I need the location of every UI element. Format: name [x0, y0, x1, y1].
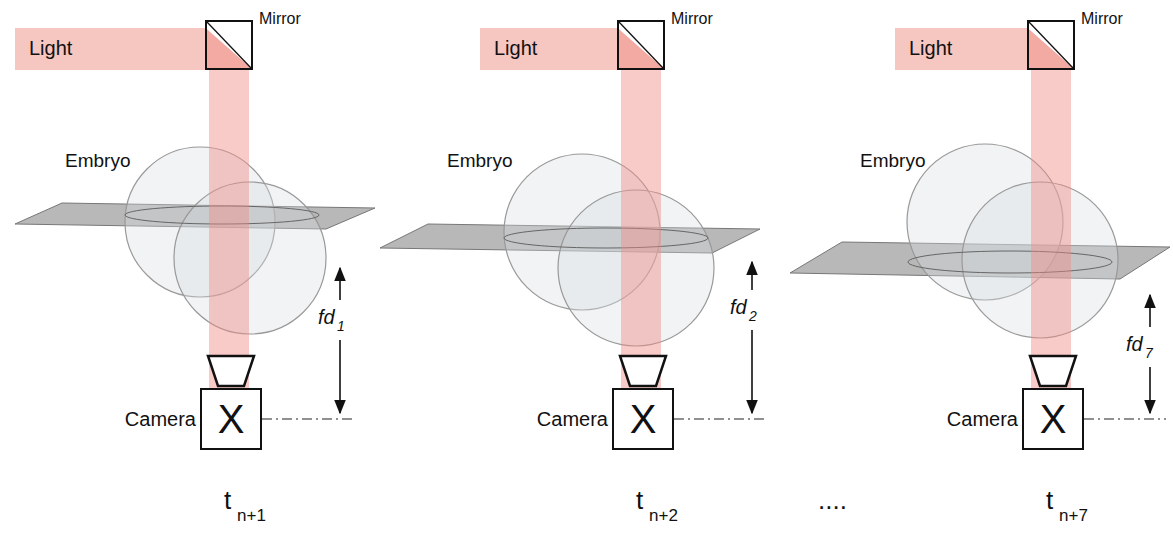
cross-section [504, 228, 708, 248]
mirror-box: Mirror [205, 20, 253, 70]
focal-plane-scene [380, 154, 760, 346]
mirror-box: Mirror [617, 20, 665, 70]
camera-symbol: X [1024, 396, 1082, 442]
time-subscript: n+7 [1059, 506, 1088, 526]
camera-label: Camera [125, 408, 196, 431]
light-beam [1031, 70, 1071, 388]
dimension-label: fd [1126, 333, 1143, 356]
time-label: t [636, 486, 643, 516]
mirror-box: Mirror [1027, 20, 1075, 70]
focal-plane-scene [790, 144, 1170, 338]
time-label: t [1046, 486, 1053, 516]
mirror-symbol [207, 22, 251, 68]
ellipsis: .... [818, 486, 847, 516]
mirror-label: Mirror [671, 10, 713, 28]
mirror-symbol [1029, 22, 1073, 68]
mirror-diagonal [207, 22, 251, 68]
camera-box: CameraX [200, 388, 262, 450]
camera-symbol: X [202, 396, 260, 442]
camera-box: CameraX [1022, 388, 1084, 450]
dimension-label: fd [730, 296, 747, 319]
dimension-subscript: 7 [1145, 345, 1153, 361]
mirror-diagonal [1029, 22, 1073, 68]
embryo-label: Embryo [447, 150, 512, 172]
reflected-light [207, 29, 251, 68]
embryo-sphere [174, 182, 326, 334]
light-label: Light [909, 37, 952, 60]
reflected-light [1029, 29, 1073, 68]
camera-box: CameraX [612, 388, 674, 450]
cross-section [908, 251, 1112, 273]
mirror-label: Mirror [259, 10, 301, 28]
light-label: Light [494, 37, 537, 60]
light-source-band: Light [480, 28, 617, 70]
light-label: Light [29, 37, 72, 60]
reflected-light [619, 29, 663, 68]
camera-label: Camera [537, 408, 608, 431]
embryo-label: Embryo [860, 150, 925, 172]
focal-plane-scene [15, 147, 375, 334]
mirror-symbol [619, 22, 663, 68]
light-beam [209, 70, 249, 388]
dimension-subscript: 1 [337, 318, 345, 334]
camera-symbol: X [614, 396, 672, 442]
embryo-label: Embryo [65, 150, 130, 172]
light-source-band: Light [895, 28, 1027, 70]
mirror-diagonal [619, 22, 663, 68]
camera-lens [208, 356, 1076, 386]
light-source-band: Light [15, 28, 205, 70]
dimension-label: fd [318, 306, 335, 329]
dimension-subscript: 2 [749, 308, 757, 324]
time-label: t [224, 486, 231, 516]
time-subscript: n+1 [237, 506, 266, 526]
time-subscript: n+2 [649, 506, 678, 526]
light-beam [621, 70, 661, 388]
mirror-label: Mirror [1081, 10, 1123, 28]
camera-label: Camera [947, 408, 1018, 431]
